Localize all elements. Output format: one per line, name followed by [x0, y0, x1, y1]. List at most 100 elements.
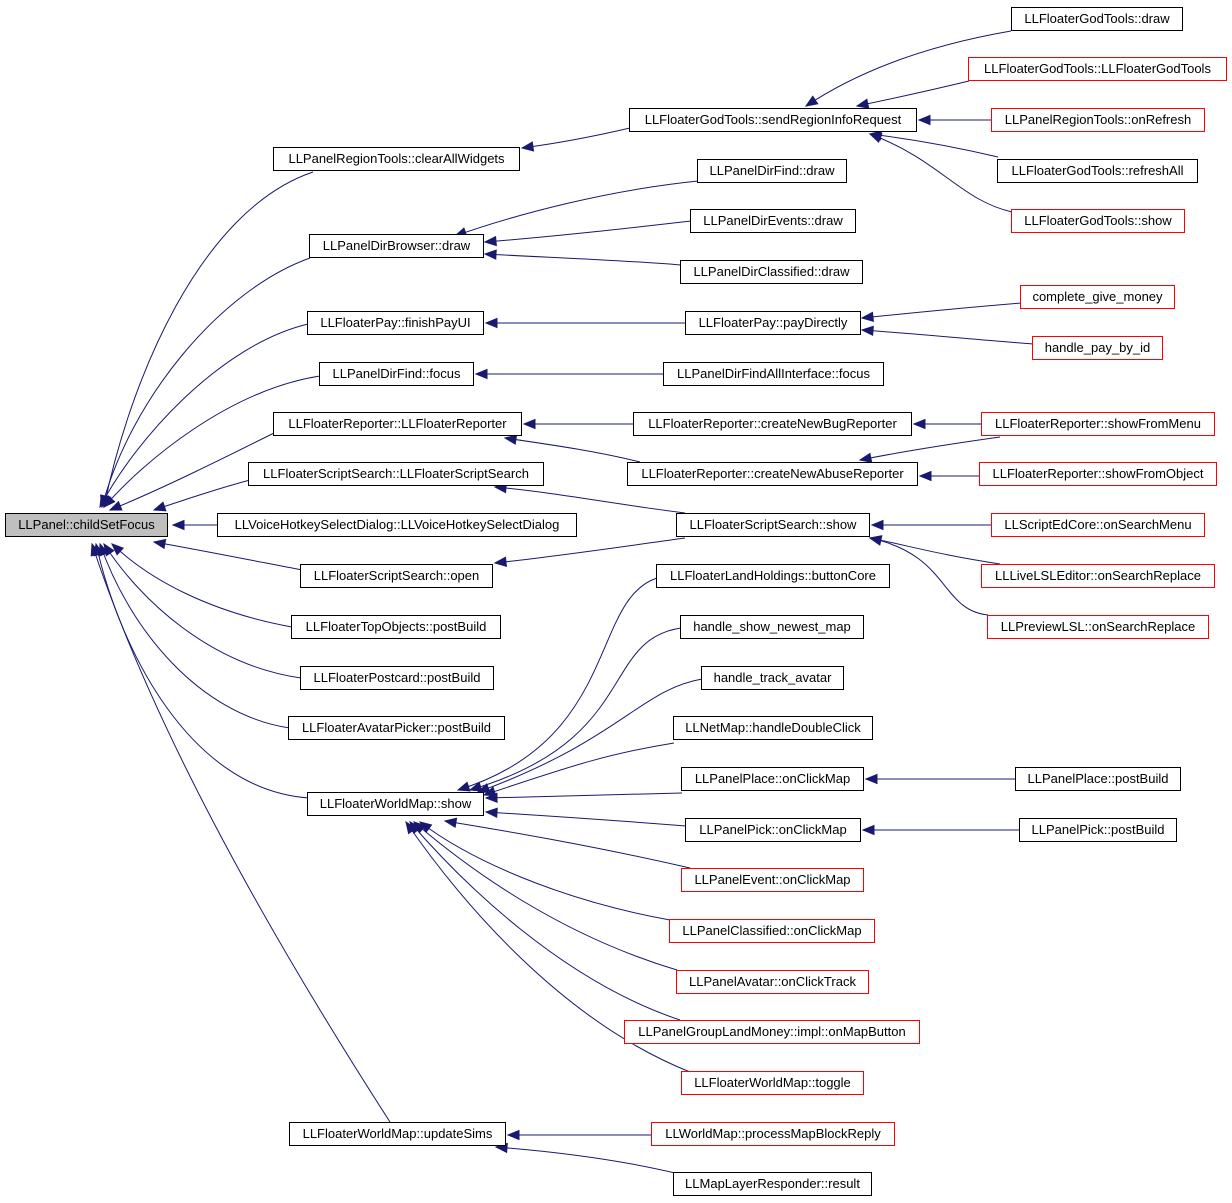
node-godToolsShow[interactable]: LLFloaterGodTools::show: [1011, 209, 1185, 233]
node-processMapBlockReply[interactable]: LLWorldMap::processMapBlockReply: [651, 1122, 895, 1146]
edge-reporterShowFromMenu-to-createNewBugReporter: [912, 418, 982, 430]
edge-reporterShowFromObject-to-createNewAbuseReporter: [918, 470, 980, 482]
edge-line: [153, 479, 251, 511]
node-godToolsRefreshAll[interactable]: LLFloaterGodTools::refreshAll: [997, 159, 1198, 183]
edge-line: [869, 537, 989, 616]
node-mapLayerResult[interactable]: LLMapLayerResponder::result: [673, 1172, 872, 1196]
edge-line: [469, 627, 682, 791]
node-liveLSLOnSearchReplace[interactable]: LLLiveLSLEditor::onSearchReplace: [981, 564, 1215, 588]
arrowhead-icon: [858, 452, 873, 463]
node-netMapDoubleClick[interactable]: LLNetMap::handleDoubleClick: [673, 716, 873, 740]
edge-line: [409, 821, 681, 1021]
arrowhead-icon: [468, 781, 483, 792]
node-reporterShowFromObject[interactable]: LLFloaterReporter::showFromObject: [979, 462, 1217, 486]
arrowhead-icon: [483, 235, 497, 247]
edge-dirFindAllFocus-to-dirFindFocus: [474, 368, 664, 380]
node-finishPayUI[interactable]: LLFloaterPay::finishPayUI: [307, 311, 484, 335]
node-dirBrowserDraw[interactable]: LLPanelDirBrowser::draw: [309, 234, 484, 258]
edge-createNewBugReporter-to-floaterReporter: [522, 418, 634, 430]
node-pickPostBuild[interactable]: LLPanelPick::postBuild: [1019, 818, 1177, 842]
node-godToolsDraw[interactable]: LLFloaterGodTools::draw: [1011, 7, 1183, 31]
edge-line: [483, 742, 675, 796]
node-handleShowNewestMap[interactable]: handle_show_newest_map: [680, 615, 864, 639]
node-avatarPickerPostBuild[interactable]: LLFloaterAvatarPicker::postBuild: [288, 716, 505, 740]
edge-line: [95, 543, 310, 799]
node-handleTrackAvatar[interactable]: handle_track_avatar: [701, 666, 844, 690]
node-placePostBuild[interactable]: LLPanelPlace::postBuild: [1015, 767, 1181, 791]
edge-reporterShowFromMenu-to-createNewAbuseReporter: [858, 436, 1001, 463]
node-regionToolsOnRefresh[interactable]: LLPanelRegionTools::onRefresh: [991, 108, 1205, 132]
edge-voiceHotkey-to-root: [171, 519, 217, 531]
edge-scriptSearchCtor-to-root: [152, 479, 251, 512]
node-placeOnClickMap[interactable]: LLPanelPlace::onClickMap: [681, 767, 864, 791]
edge-landHoldingsButtonCore-to-worldMapShow: [456, 577, 658, 792]
edge-line: [859, 436, 1001, 461]
edge-eventOnClickMap-to-worldMapShow: [443, 817, 691, 869]
node-scriptEdOnSearchMenu[interactable]: LLScriptEdCore::onSearchMenu: [991, 513, 1205, 537]
node-avatarOnClickTrack[interactable]: LLPanelAvatar::onClickTrack: [676, 970, 869, 994]
edge-line: [109, 431, 277, 511]
edge-placeOnClickMap-to-worldMapShow: [484, 792, 683, 804]
edge-line: [444, 820, 691, 869]
edge-line: [103, 543, 302, 679]
arrowhead-icon: [912, 418, 926, 430]
arrowhead-icon: [870, 519, 884, 531]
arrowhead-icon: [484, 317, 498, 329]
node-createNewBugReporter[interactable]: LLFloaterReporter::createNewBugReporter: [633, 412, 912, 436]
arrowhead-icon: [483, 249, 497, 260]
node-worldMapToggle[interactable]: LLFloaterWorldMap::toggle: [681, 1071, 864, 1095]
edge-line: [457, 577, 658, 791]
node-dirFindFocus[interactable]: LLPanelDirFind::focus: [319, 362, 474, 386]
edge-line: [101, 257, 311, 508]
node-dirFindDraw[interactable]: LLPanelDirFind::draw: [697, 159, 847, 183]
edge-line: [869, 133, 999, 158]
node-scriptSearchCtor[interactable]: LLFloaterScriptSearch::LLFloaterScriptSe…: [248, 462, 544, 486]
edge-line: [99, 543, 291, 729]
edge-line: [869, 537, 1001, 565]
edge-line: [103, 375, 321, 508]
arrowhead-icon: [108, 500, 123, 511]
node-eventOnClickMap[interactable]: LLPanelEvent::onClickMap: [681, 868, 864, 892]
arrowhead-icon: [99, 494, 111, 509]
node-sendRegionInfoRequest[interactable]: LLFloaterGodTools::sendRegionInfoRequest: [629, 108, 917, 132]
node-handlePayById[interactable]: handle_pay_by_id: [1032, 336, 1163, 360]
node-clearAllWidgets[interactable]: LLPanelRegionTools::clearAllWidgets: [273, 147, 520, 171]
node-updateSims[interactable]: LLFloaterWorldMap::updateSims: [289, 1122, 506, 1146]
node-scriptSearchOpen[interactable]: LLFloaterScriptSearch::open: [300, 564, 493, 588]
node-completeGiveMoney[interactable]: complete_give_money: [1020, 285, 1175, 309]
node-worldMapShow[interactable]: LLFloaterWorldMap::show: [307, 792, 484, 816]
edge-line: [99, 323, 309, 508]
edge-updateSims-to-root: [90, 542, 391, 1123]
node-landHoldingsButtonCore[interactable]: LLFloaterLandHoldings::buttonCore: [656, 564, 890, 588]
node-dirEventsDraw[interactable]: LLPanelDirEvents::draw: [690, 209, 856, 233]
arrowhead-icon: [864, 773, 878, 785]
edge-line: [494, 486, 686, 514]
node-classifiedOnClickMap[interactable]: LLPanelClassified::onClickMap: [669, 919, 875, 943]
node-groupLandMoney[interactable]: LLPanelGroupLandMoney::impl::onMapButton: [624, 1020, 920, 1044]
node-voiceHotkey[interactable]: LLVoiceHotkeySelectDialog::LLVoiceHotkey…: [217, 513, 577, 537]
edge-line: [869, 133, 1013, 213]
node-godToolsCtor[interactable]: LLFloaterGodTools::LLFloaterGodTools: [968, 57, 1227, 81]
node-createNewAbuseReporter[interactable]: LLFloaterReporter::createNewAbuseReporte…: [627, 462, 918, 486]
node-previewLSLOnSearchReplace[interactable]: LLPreviewLSL::onSearchReplace: [987, 615, 1209, 639]
node-pickOnClickMap[interactable]: LLPanelPick::onClickMap: [685, 818, 861, 842]
edge-floaterReporter-to-root: [108, 431, 277, 511]
edge-handleShowNewestMap-to-worldMapShow: [468, 627, 682, 792]
edge-line: [413, 821, 678, 971]
arrowhead-icon: [503, 434, 518, 445]
node-scriptSearchShow[interactable]: LLFloaterScriptSearch::show: [676, 513, 870, 537]
node-payDirectly[interactable]: LLFloaterPay::payDirectly: [685, 311, 861, 335]
node-reporterShowFromMenu[interactable]: LLFloaterReporter::showFromMenu: [981, 412, 1215, 436]
node-dirFindAllFocus[interactable]: LLPanelDirFindAllInterface::focus: [663, 362, 884, 386]
edge-line: [111, 543, 293, 628]
node-floaterReporter[interactable]: LLFloaterReporter::LLFloaterReporter: [273, 412, 522, 436]
arrowhead-icon: [484, 792, 498, 804]
node-postcardPostBuild[interactable]: LLFloaterPostcard::postBuild: [300, 666, 494, 690]
edge-scriptSearchShow-to-scriptSearchOpen: [493, 537, 686, 567]
node-dirClassifiedDraw[interactable]: LLPanelDirClassified::draw: [680, 260, 863, 284]
edge-line: [856, 80, 970, 107]
edge-godToolsCtor-to-sendRegionInfoRequest: [855, 80, 970, 109]
node-topObjectsPostBuild[interactable]: LLFloaterTopObjects::postBuild: [291, 615, 501, 639]
